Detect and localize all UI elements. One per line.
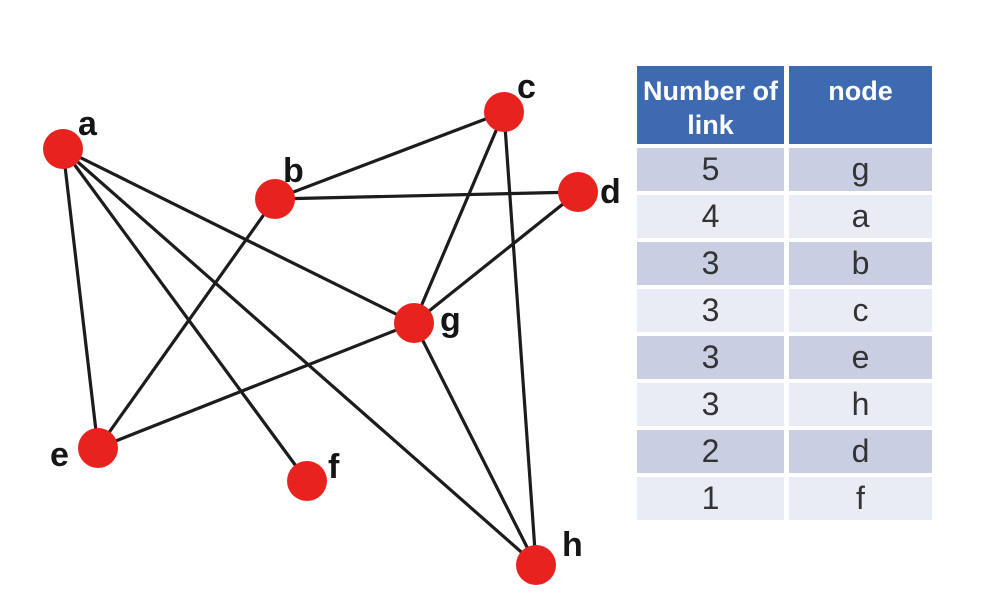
table-cell-node-row7: d (789, 430, 932, 473)
table-cell-links-row6: 3 (637, 383, 784, 426)
node-label-f: f (328, 448, 340, 486)
node-e (78, 428, 118, 468)
table-cell-node-row3: b (789, 242, 932, 285)
node-label-d: d (600, 173, 621, 211)
node-label-e: e (50, 436, 69, 474)
table-cell-links-row5: 3 (637, 336, 784, 379)
table-cell-node-row4: c (789, 289, 932, 332)
node-label-g: g (440, 301, 461, 339)
table-cell-node-row6: h (789, 383, 932, 426)
table-header-number-of-link: Number of link (637, 66, 784, 144)
node-d (558, 172, 598, 212)
table-cell-node-row5: e (789, 336, 932, 379)
node-c (484, 92, 524, 132)
edge-a-h (61, 147, 538, 567)
edge-d-g (412, 190, 580, 325)
node-a (43, 129, 83, 169)
node-label-c: c (517, 68, 536, 106)
edge-e-g (96, 321, 416, 450)
table-header-number-of-link-label: Number of link (643, 76, 778, 140)
edge-a-f (61, 147, 309, 483)
table-cell-node-row1: g (789, 148, 932, 191)
edge-a-e (61, 147, 100, 450)
edge-b-d (273, 190, 580, 201)
table-header-node: node (789, 66, 932, 144)
table-cell-node-row2: a (789, 195, 932, 238)
edge-b-e (96, 197, 277, 450)
edge-c-g (412, 110, 506, 325)
table-cell-links-row8: 1 (637, 477, 784, 520)
node-g (394, 303, 434, 343)
edge-b-c (273, 110, 506, 201)
table-cell-links-row3: 3 (637, 242, 784, 285)
node-label-a: a (78, 105, 98, 143)
table-cell-node-row8: f (789, 477, 932, 520)
table-cell-links-row7: 2 (637, 430, 784, 473)
node-b (255, 179, 295, 219)
table-cell-links-row1: 5 (637, 148, 784, 191)
table-cell-links-row4: 3 (637, 289, 784, 332)
degree-table: Number of link node 5 g 4 a 3 b 3 c 3 e … (637, 66, 932, 520)
table-header-node-label: node (828, 76, 893, 106)
node-h (516, 545, 556, 585)
node-f (287, 461, 327, 501)
edge-a-g (61, 147, 416, 325)
node-label-h: h (562, 526, 583, 564)
table-cell-links-row2: 4 (637, 195, 784, 238)
edge-g-h (412, 321, 538, 567)
edge-c-h (502, 110, 538, 567)
node-label-b: b (283, 152, 304, 190)
